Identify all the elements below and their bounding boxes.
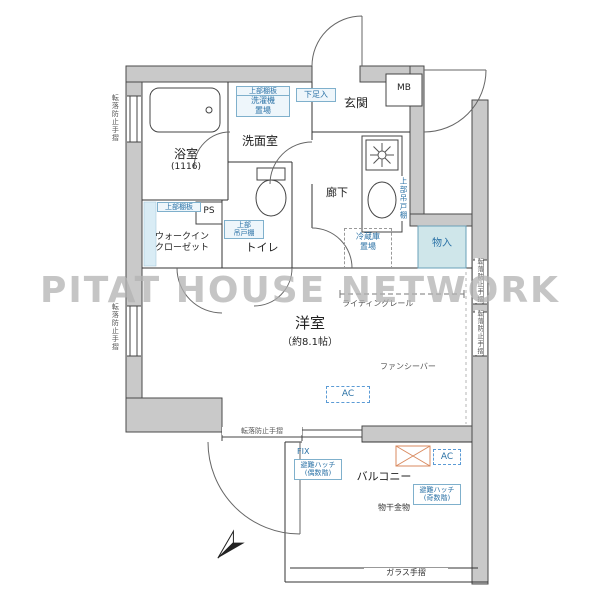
- upper-cupboard-label: 上部吊戸棚: [399, 176, 408, 221]
- wic-label-line1: ウォークイン: [154, 232, 209, 242]
- bath-room-label: 浴室: [173, 147, 198, 161]
- washroom-label: 洗面室: [241, 134, 278, 148]
- front-door-arc: [311, 15, 363, 67]
- mb-box: [385, 73, 423, 107]
- evac-hatch-odd-floor: (奇数階): [423, 494, 451, 503]
- fridge-label-line2: 置場: [360, 241, 376, 251]
- washer-label-line2: 置場: [255, 105, 271, 115]
- balcony-label: バルコニー: [356, 470, 412, 483]
- evac-hatch-odd-label: 避難ハッチ (奇数階): [413, 484, 461, 505]
- washer-space-label: 上部棚板 洗濯機 置場: [236, 86, 290, 117]
- handrail-label-left-top: 転落防止手摺: [111, 94, 120, 142]
- bathtub: [149, 87, 221, 133]
- storage-closet: [417, 225, 467, 269]
- toilet-bowl: [255, 179, 287, 217]
- wic-door-arc: [176, 267, 223, 314]
- toilet-door-arc: [253, 267, 293, 307]
- washroom-door-arc: [269, 141, 313, 185]
- toilet-upper-cupboard-label: 上部 吊戸棚: [224, 220, 264, 239]
- glass-handrail-label: ガラス手摺: [364, 568, 448, 578]
- fridge-label-line1: 冷蔵庫: [356, 232, 380, 241]
- toilet-upper-cupboard-line2: 吊戸棚: [233, 229, 255, 238]
- main-room-label: 洋室: [294, 314, 325, 332]
- shoe-box-label: 下足入: [296, 88, 336, 102]
- bath-faucet-icon: [205, 106, 213, 114]
- balcony-door-arc: [207, 441, 301, 535]
- mb-label: MB: [397, 83, 411, 93]
- fridge-space-label: 冷蔵庫 置場: [344, 228, 392, 269]
- evac-hatch-odd-name: 避難ハッチ: [419, 486, 455, 494]
- ac-outdoor-unit: [395, 445, 431, 467]
- laundry-hardware-label: 物干金物: [378, 503, 410, 512]
- north-arrow: [217, 529, 245, 559]
- kitchen-sink: [367, 181, 397, 219]
- ps-box: [195, 201, 223, 225]
- lighting-rail-line: [339, 290, 465, 298]
- handrail-label-right-mid: 転落防止手摺: [475, 310, 484, 355]
- evac-hatch-even-label: 避難ハッチ (偶数階): [294, 459, 342, 480]
- room-door-arc: [311, 227, 353, 269]
- wic-hanger-strip: [143, 201, 157, 267]
- fixtures: [143, 73, 467, 269]
- bath-size-label: (1116): [171, 162, 201, 172]
- storage-label: 物入: [432, 238, 452, 249]
- stove-box: [365, 139, 399, 171]
- handrail-label-left-mid: 転落防止手摺: [111, 303, 120, 351]
- fancy-bar-label: ファンシーバー: [380, 362, 436, 371]
- corridor-label: 廊下: [326, 186, 348, 199]
- bathroom-door-arc: [193, 131, 231, 169]
- main-room-size-label: （約8.1帖）: [282, 337, 338, 348]
- ps-label: PS: [203, 206, 215, 216]
- wic-label: ウォークイン クローゼット: [144, 232, 220, 254]
- side-entry-door-arc: [423, 69, 487, 133]
- toilet-upper-cupboard-line1: 上部: [237, 221, 251, 229]
- room-lines: [142, 82, 488, 583]
- toilet-label: トイレ: [245, 241, 279, 254]
- evac-hatch-even-floor: (偶数階): [304, 469, 332, 478]
- fix-window-label: FIX: [297, 447, 310, 456]
- handrail-label-right-top: 転落防止手摺: [475, 258, 484, 303]
- stove-burner-icon: [370, 143, 394, 167]
- lighting-rail-label: ライティングレール: [342, 299, 414, 308]
- washer-upper-shelf-label: 上部棚板: [237, 87, 289, 97]
- washer-label-line1: 洗濯機: [251, 96, 275, 106]
- entrance-label: 玄関: [343, 96, 368, 110]
- evac-hatch-even-name: 避難ハッチ: [300, 461, 336, 469]
- ac-indoor-label: AC: [326, 386, 370, 403]
- wic-upper-shelf-label: 上部棚板: [157, 202, 201, 213]
- wic-label-line2: クローゼット: [154, 242, 209, 253]
- ac-balcony-label: AC: [433, 449, 461, 465]
- handrail-label-bottom: 転落防止手摺: [222, 427, 302, 436]
- door-arcs: [176, 15, 487, 535]
